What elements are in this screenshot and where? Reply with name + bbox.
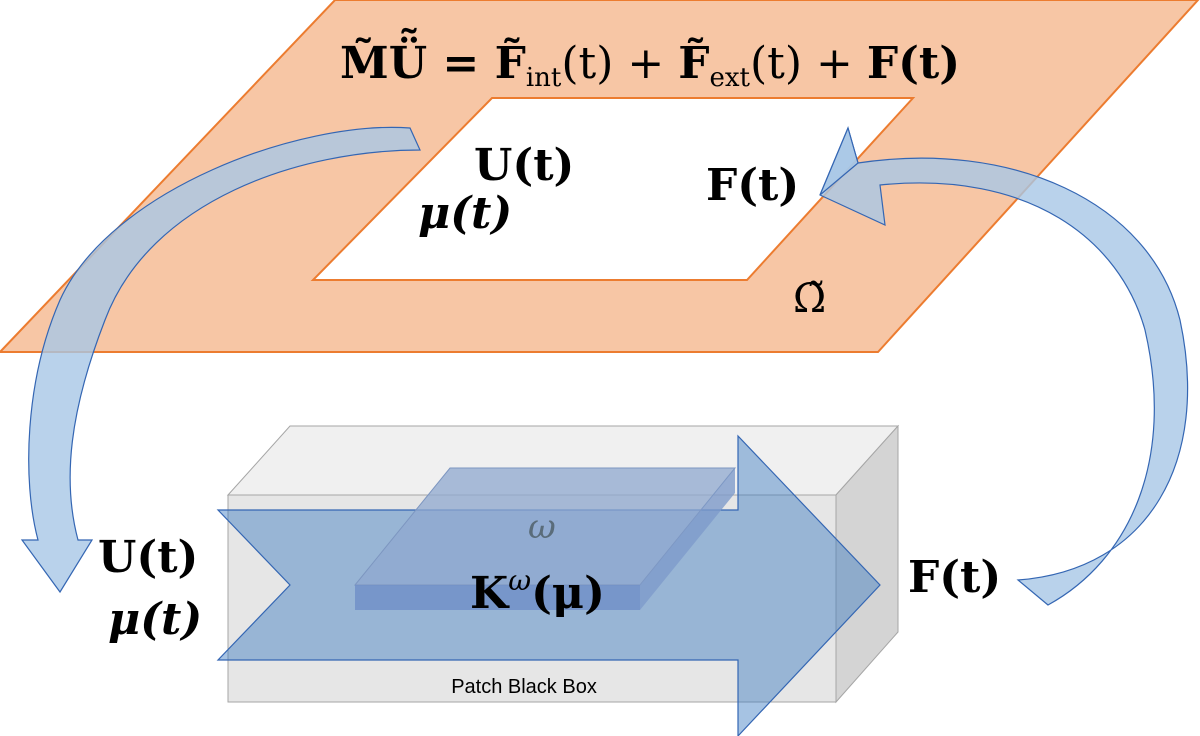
equation-term1: F̃: [495, 36, 526, 89]
black-box-caption: Patch Black Box: [451, 676, 597, 698]
governing-equation: M̃Ü̃ = F̃int(t) + F̃ext(t) + F(t): [340, 27, 960, 93]
equation-term3: F(t): [867, 38, 960, 89]
plane-displacement-label: U(t): [474, 140, 574, 191]
subdomain-omega-front: [355, 585, 640, 610]
equation-term2-sub: ext: [709, 63, 750, 93]
stiffness-label: Kω(μ): [470, 564, 605, 619]
stiffness-arg: (μ): [531, 568, 605, 619]
equation-lhs: M̃Ü̃ =: [340, 27, 495, 89]
box-omega-label: ω: [528, 507, 556, 547]
equation-term1-sub: int: [526, 63, 562, 93]
box-parameter-label: μ(t): [108, 594, 202, 645]
plane-force-label: F(t): [706, 160, 799, 211]
stiffness-base: K: [470, 568, 510, 619]
equation-term2: F̃: [678, 36, 709, 89]
equation-term2-arg: (t) +: [750, 38, 867, 89]
box-displacement-label: U(t): [98, 532, 198, 583]
box-force-label: F(t): [908, 552, 1001, 603]
stiffness-sup: ω: [508, 564, 531, 597]
force-pointer-icon: [819, 126, 859, 196]
plane-parameter-label: μ(t): [418, 188, 512, 239]
domain-omega-tilde-label: Ω̃: [793, 276, 826, 322]
equation-term1-arg: (t) +: [561, 38, 678, 89]
outgoing-state-arrow: [20, 126, 421, 594]
subdomain-omega-side: [640, 468, 735, 610]
